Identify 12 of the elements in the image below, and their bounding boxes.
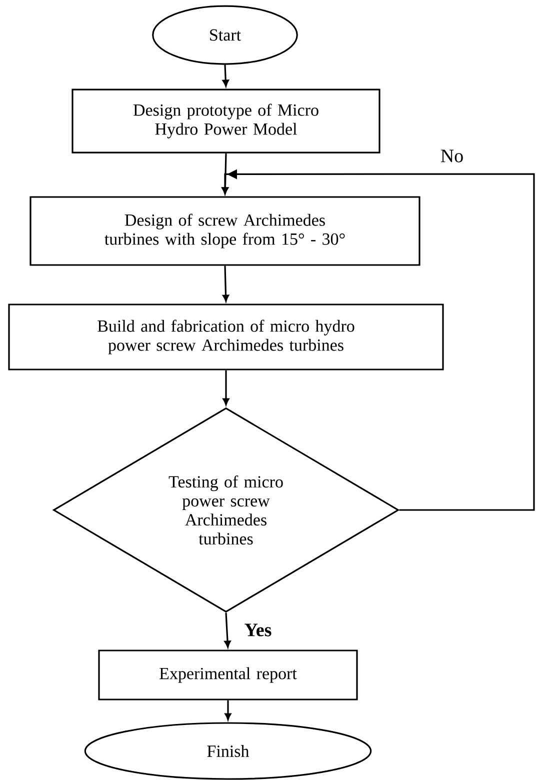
arrow [224,700,232,720]
process-box: Experimental report [98,650,358,700]
edge-label: Yes [243,622,273,638]
arrow [224,612,231,648]
arrow [222,370,230,406]
process-box: Design of screw Archimedes turbines with slope from 15° - 30° [30,196,420,266]
process-box: Build and fabrication of micro hydro power screw Archimedes turbines [8,304,444,370]
arrow [222,64,229,87]
edge-label: No [439,148,465,164]
arrow [222,169,535,511]
process-box: Design prototype of Micro Hydro Power Model [72,88,380,154]
arrow [222,266,230,302]
